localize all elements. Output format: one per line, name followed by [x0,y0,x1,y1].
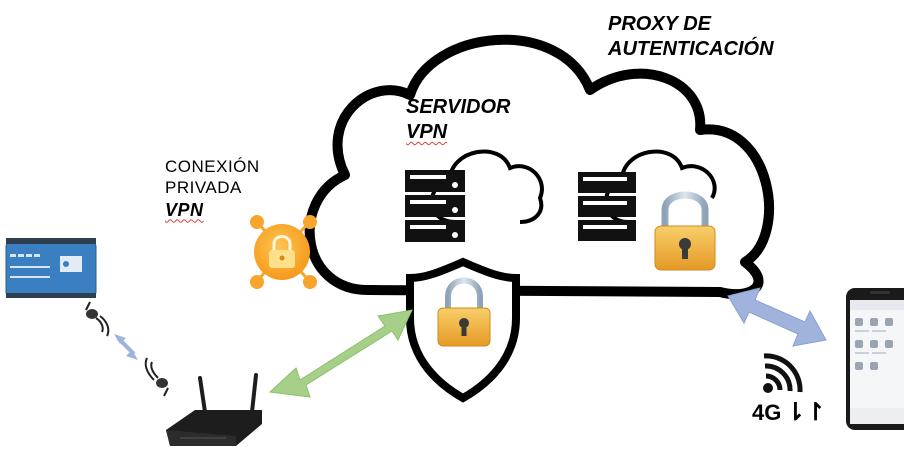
private-connection-label: CONEXIÓN PRIVADA VPN [165,156,260,221]
proxy-auth-label: PROXY DE AUTENTICACIÓN [608,12,774,62]
private-connection-label-line2: PRIVADA [165,178,242,198]
double-arrow-icon [727,287,827,347]
smartphone-icon [846,288,904,430]
private-connection-label-line1: CONEXIÓN [165,157,260,176]
vpn-server-label-line1: SERVIDOR [406,96,511,118]
padlock-icon [654,191,716,271]
router-icon [166,373,262,446]
server-icon [405,170,465,242]
proxy-auth-label-line2: AUTENTICACIÓN [608,38,774,60]
wireless-antenna-icon [85,301,110,337]
network-4g-label: 4G⇂↾ [752,398,826,428]
double-arrow-icon [114,334,138,360]
proxy-auth-label-line1: PROXY DE [608,13,711,35]
private-connection-label-line3: VPN [165,199,204,220]
vpn-server-label: SERVIDOR VPN [406,95,510,145]
shield-lock-icon [406,257,520,403]
signal-icon [763,353,803,393]
double-arrow-icon [268,309,413,398]
vpn-server-label-line2: VPN [406,121,448,143]
network-4g-text: 4G [752,400,782,425]
plc-device-icon [5,238,97,298]
cloud-icon [429,149,544,224]
wireless-antenna-icon [144,357,169,397]
updown-arrows-icon: ⇂↾ [785,399,826,426]
server-icon [578,172,636,241]
vpn-network-icon [250,215,317,289]
